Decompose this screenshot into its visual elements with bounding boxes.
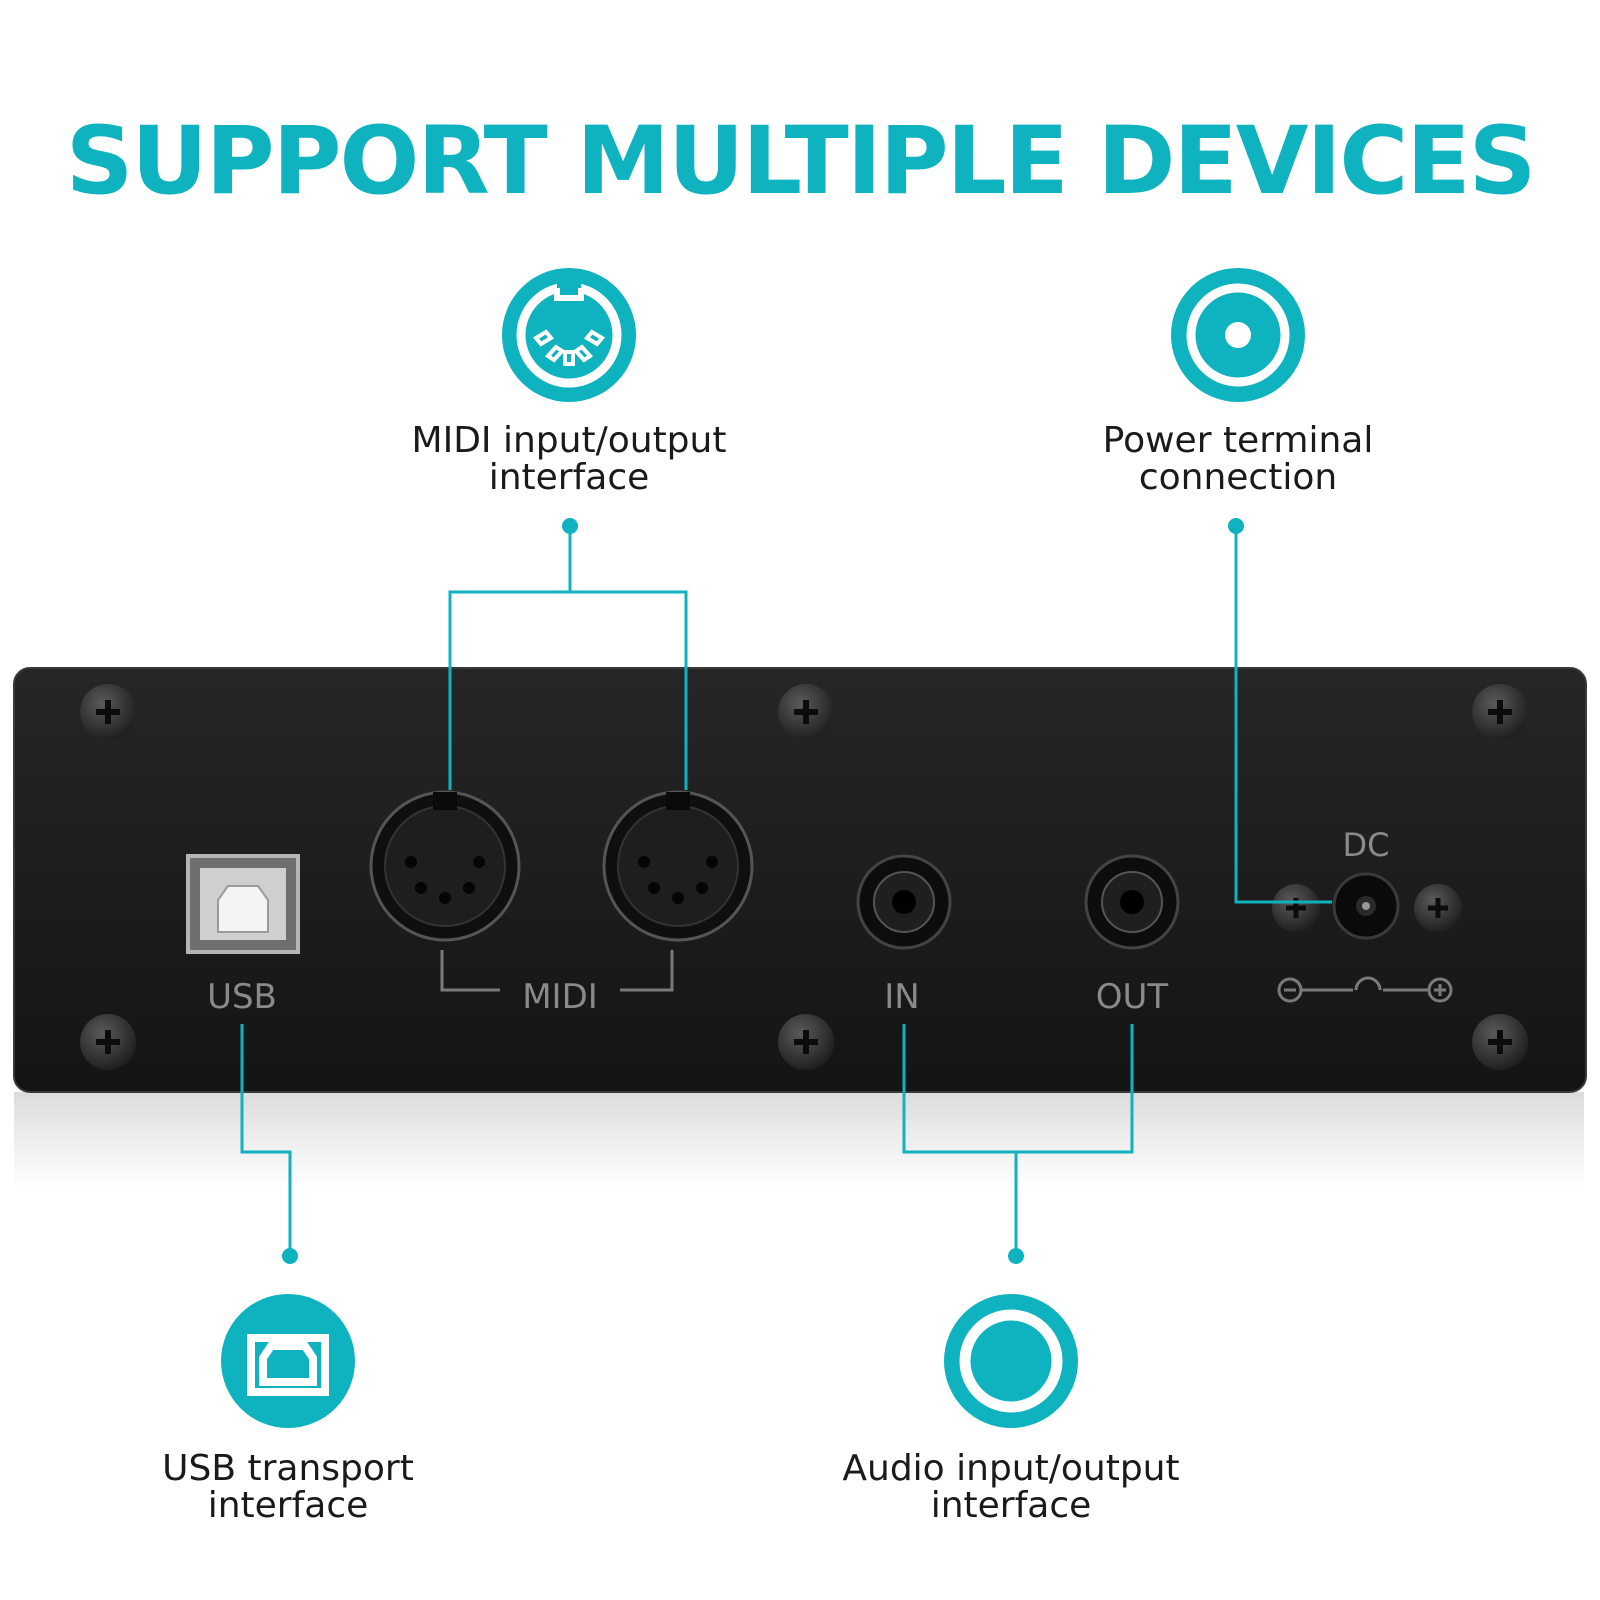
screw-icon xyxy=(778,1014,834,1070)
power-terminal-icon xyxy=(1171,268,1305,402)
leader-line-audio xyxy=(902,1024,1134,1256)
panel-label-out: OUT xyxy=(1096,977,1169,1017)
screw-icon xyxy=(1414,884,1462,932)
feature-audio-label: Audio input/output interface xyxy=(842,1448,1180,1526)
audio-jack-icon xyxy=(944,1294,1078,1428)
dc-polarity-symbol xyxy=(1277,976,1453,1003)
panel-body xyxy=(13,667,1587,1093)
midi-din-connector-1 xyxy=(369,790,521,942)
audio-jack-out xyxy=(1084,854,1180,950)
usb-b-port-icon xyxy=(221,1294,355,1428)
feature-midi-label: MIDI input/output interface xyxy=(411,420,727,498)
feature-usb: USB transport interface xyxy=(88,1294,488,1524)
panel-label-dc: DC xyxy=(1343,826,1390,864)
leader-line-usb xyxy=(240,1024,292,1256)
screw-icon xyxy=(1472,1014,1528,1070)
dc-power-jack xyxy=(1272,872,1462,940)
page-title: SUPPORT MULTIPLE DEVICES xyxy=(65,106,1537,216)
leader-dot-power xyxy=(1228,518,1244,534)
leader-line-midi xyxy=(448,528,688,790)
panel-label-usb: USB xyxy=(207,977,277,1017)
leader-line-power xyxy=(1234,528,1332,904)
screw-icon xyxy=(1472,684,1528,740)
screw-icon xyxy=(1272,884,1320,932)
screw-icon xyxy=(80,1014,136,1070)
screw-icon xyxy=(80,684,136,740)
feature-usb-label: USB transport interface xyxy=(162,1448,414,1526)
audio-jack-in xyxy=(856,854,952,950)
feature-power-label: Power terminal connection xyxy=(1102,420,1374,498)
usb-b-port xyxy=(186,854,300,954)
panel-screws xyxy=(80,684,1528,1070)
midi-din-connector-2 xyxy=(602,790,754,942)
feature-power: Power terminal connection xyxy=(1038,268,1438,496)
leader-lines xyxy=(240,528,1332,1256)
panel-label-in: IN xyxy=(884,977,919,1017)
feature-audio: Audio input/output interface xyxy=(811,1294,1211,1524)
leader-dot-midi xyxy=(562,518,578,534)
leader-dot-usb xyxy=(282,1248,298,1264)
panel-reflection xyxy=(14,1092,1584,1188)
screw-icon xyxy=(778,684,834,740)
leader-dot-audio xyxy=(1008,1248,1024,1264)
midi-bracket-print xyxy=(440,950,674,992)
leader-dots xyxy=(282,518,1244,1264)
feature-midi: MIDI input/output interface xyxy=(369,268,769,496)
midi-din-connector-icon xyxy=(502,268,636,402)
panel-label-midi: MIDI xyxy=(522,977,598,1017)
